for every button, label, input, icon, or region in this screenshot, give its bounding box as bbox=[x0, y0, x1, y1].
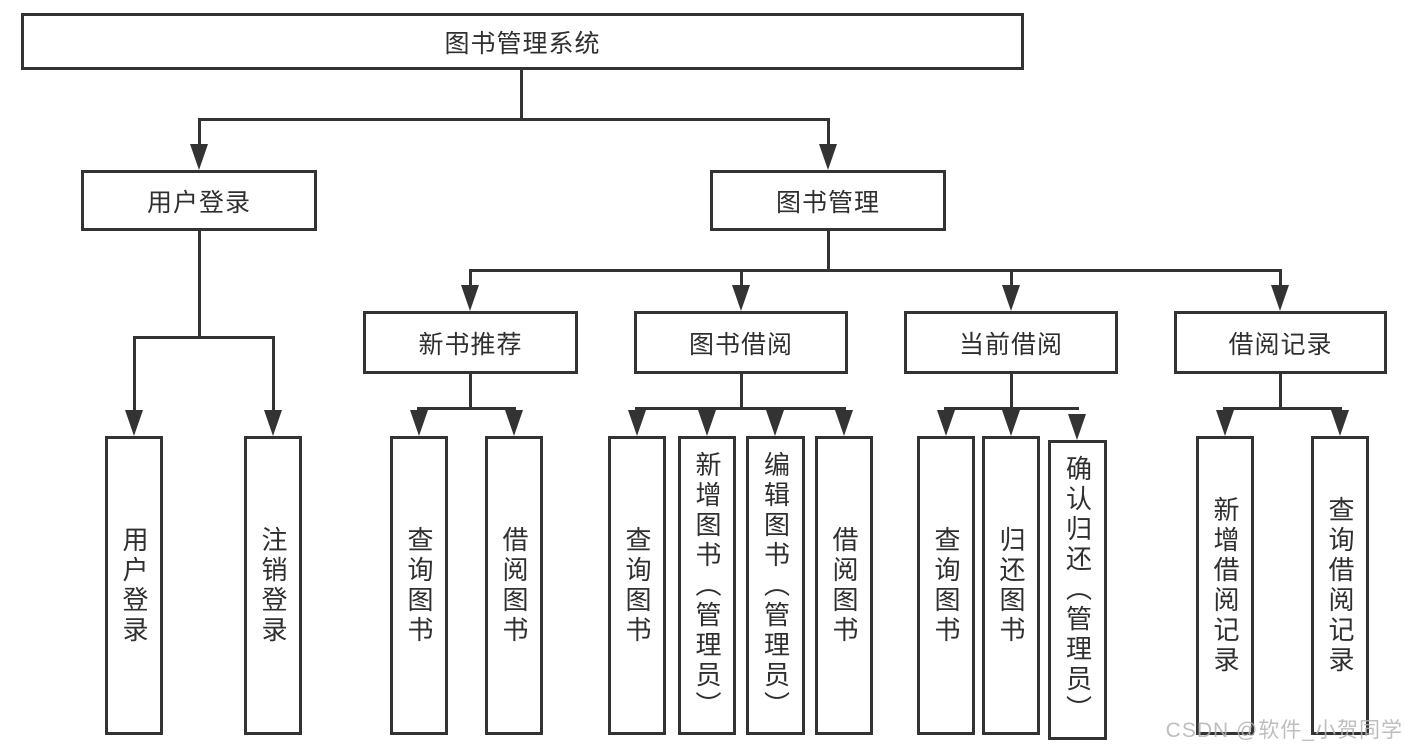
leaf-current-query-books: 查询图书 bbox=[917, 436, 975, 735]
node-label: 当前借阅 bbox=[958, 330, 1063, 359]
node-label: 借阅图书 bbox=[829, 525, 859, 646]
connector-line bbox=[1279, 272, 1282, 287]
leaf-logout: 注销登录 bbox=[244, 436, 302, 735]
connector-line bbox=[133, 336, 275, 339]
arrowhead-icon bbox=[698, 410, 716, 436]
leaf-current-return-books: 归还图书 bbox=[982, 436, 1040, 735]
node-current-borrow: 当前借阅 bbox=[904, 311, 1118, 374]
connector-line bbox=[740, 373, 743, 410]
connector-line bbox=[520, 69, 523, 121]
arrowhead-icon bbox=[628, 410, 646, 436]
arrowhead-icon bbox=[125, 410, 143, 436]
node-label: 图书管理系统 bbox=[444, 29, 601, 58]
connector-line bbox=[635, 407, 846, 410]
node-label: 借阅记录 bbox=[1228, 330, 1333, 359]
node-label: 图书借阅 bbox=[688, 330, 793, 359]
arrowhead-icon bbox=[1068, 414, 1086, 440]
arrowhead-icon bbox=[1002, 285, 1020, 311]
arrowhead-icon bbox=[766, 410, 784, 436]
connector-line bbox=[740, 272, 743, 287]
node-book-management: 图书管理 bbox=[710, 170, 946, 231]
node-new-book-recommend: 新书推荐 bbox=[363, 311, 578, 374]
leaf-borrow-edit-book-admin: 编辑图书（管理员） bbox=[746, 436, 805, 735]
leaf-current-confirm-return-admin: 确认归还（管理员） bbox=[1048, 440, 1107, 740]
node-label: 注销登录 bbox=[258, 525, 288, 646]
node-book-management-system: 图书管理系统 bbox=[21, 13, 1024, 70]
arrowhead-icon bbox=[1002, 410, 1020, 436]
arrowhead-icon bbox=[835, 410, 853, 436]
node-label: 新书推荐 bbox=[418, 330, 523, 359]
leaf-newbook-query-books: 查询图书 bbox=[390, 436, 448, 735]
node-label: 用户登录 bbox=[146, 188, 251, 217]
node-label: 查询图书 bbox=[404, 525, 434, 646]
connector-line bbox=[417, 407, 516, 410]
connector-line bbox=[272, 339, 275, 412]
leaf-borrow-borrow-books: 借阅图书 bbox=[815, 436, 873, 735]
arrowhead-icon bbox=[461, 285, 479, 311]
arrowhead-icon bbox=[190, 144, 208, 170]
arrowhead-icon bbox=[1271, 285, 1289, 311]
arrowhead-icon bbox=[1331, 410, 1349, 436]
arrowhead-icon bbox=[819, 144, 837, 170]
node-label: 归还图书 bbox=[996, 525, 1026, 646]
connector-line bbox=[1010, 272, 1013, 287]
arrowhead-icon bbox=[410, 410, 428, 436]
node-label: 图书管理 bbox=[775, 188, 880, 217]
arrowhead-icon bbox=[1216, 410, 1234, 436]
node-user-login: 用户登录 bbox=[81, 170, 317, 231]
watermark-text: CSDN @软件_小贺同学 bbox=[1165, 719, 1403, 742]
leaf-borrow-query-books: 查询图书 bbox=[608, 436, 666, 735]
arrowhead-icon bbox=[732, 285, 750, 311]
node-label: 用户登录 bbox=[119, 525, 149, 646]
node-label: 编辑图书（管理员） bbox=[760, 450, 791, 721]
leaf-records-query-record: 查询借阅记录 bbox=[1311, 436, 1369, 735]
connector-line bbox=[1279, 373, 1282, 410]
node-label: 借阅图书 bbox=[499, 525, 529, 646]
leaf-user-login: 用户登录 bbox=[105, 436, 163, 735]
node-label: 新增借阅记录 bbox=[1210, 495, 1240, 676]
connector-line bbox=[469, 373, 472, 410]
node-label: 查询图书 bbox=[622, 525, 652, 646]
leaf-records-add-record: 新增借阅记录 bbox=[1196, 436, 1254, 735]
arrowhead-icon bbox=[264, 410, 282, 436]
connector-line bbox=[198, 118, 830, 121]
node-borrow-records: 借阅记录 bbox=[1174, 311, 1387, 374]
node-label: 查询借阅记录 bbox=[1325, 495, 1355, 676]
node-label: 确认归还（管理员） bbox=[1062, 455, 1093, 725]
leaf-borrow-add-book-admin: 新增图书（管理员） bbox=[678, 436, 736, 735]
node-label: 查询图书 bbox=[931, 525, 961, 646]
connector-line bbox=[133, 339, 136, 412]
connector-line bbox=[827, 121, 830, 147]
connector-line bbox=[469, 272, 472, 287]
connector-line bbox=[469, 269, 1282, 272]
leaf-newbook-borrow-books: 借阅图书 bbox=[485, 436, 543, 735]
node-book-borrow: 图书借阅 bbox=[634, 311, 848, 374]
connector-line bbox=[1223, 407, 1342, 410]
connector-line bbox=[198, 230, 201, 339]
connector-line bbox=[198, 121, 201, 147]
arrowhead-icon bbox=[505, 410, 523, 436]
node-label: 新增图书（管理员） bbox=[692, 450, 722, 721]
connector-line bbox=[1010, 373, 1013, 410]
connector-line bbox=[827, 230, 830, 272]
connector-line bbox=[944, 407, 1079, 410]
arrowhead-icon bbox=[937, 410, 955, 436]
